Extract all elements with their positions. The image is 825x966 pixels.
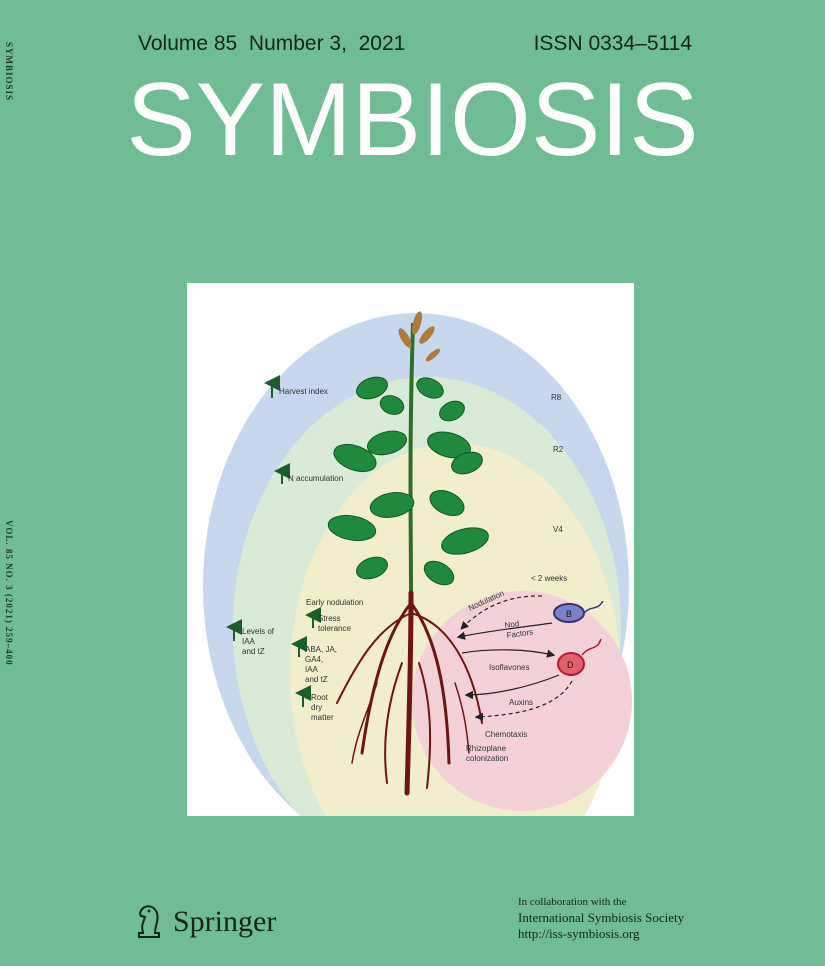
- plant-stem: [408, 322, 415, 594]
- label-n-accumulation: N accumulation: [288, 474, 343, 483]
- label-nod: Nod: [504, 619, 520, 630]
- bacterium-b-label: B: [566, 609, 572, 619]
- cover-figure: B D Harvest index N accumulation R8 R2 V…: [187, 283, 634, 816]
- label-factors: Factors: [506, 627, 534, 640]
- chemotaxis-arrow: [474, 680, 573, 721]
- label-hormones-2: GA4,: [305, 655, 323, 664]
- journal-title: SYMBIOSIS: [126, 62, 699, 178]
- label-rhizoplane-1: Rhizoplane: [466, 744, 507, 753]
- label-r8: R8: [551, 393, 562, 402]
- plant-leaves: [327, 376, 489, 586]
- label-stress-2: tolerance: [318, 624, 351, 633]
- issue-info: Volume 85 Number 3, 2021: [138, 32, 406, 55]
- label-hormones-1: ABA, JA,: [305, 645, 337, 654]
- issn: ISSN 0334–5114: [533, 32, 692, 55]
- plant-roots: [336, 590, 483, 796]
- springer-horse-icon: [138, 905, 160, 938]
- label-isoflavones: Isoflavones: [489, 663, 529, 672]
- collaboration-text: In collaboration with the International …: [518, 896, 684, 942]
- bacterium-icon: [553, 600, 604, 623]
- spine-title: SYMBIOSIS: [4, 42, 14, 102]
- label-v4: V4: [553, 525, 563, 534]
- publisher-name: Springer: [173, 905, 277, 938]
- label-levels-1: Levels of: [242, 627, 275, 636]
- spine-volume-text: VOL. 85 NO. 3 (2021) 259–400: [4, 520, 14, 666]
- publisher-logo: Springer: [133, 902, 276, 942]
- label-levels-3: and tZ: [242, 647, 265, 656]
- label-hormones-3: IAA: [305, 665, 319, 674]
- label-weeks: < 2 weeks: [531, 574, 567, 583]
- label-hormones-4: and tZ: [305, 675, 328, 684]
- label-root-1: Root: [311, 693, 329, 702]
- bacterium-d-label: D: [567, 660, 574, 670]
- isoflavones-arrow: [461, 649, 556, 658]
- figure-svg: B D Harvest index N accumulation R8 R2 V…: [203, 311, 632, 816]
- label-chemotaxis: Chemotaxis: [485, 730, 527, 739]
- collab-line-1: In collaboration with the: [518, 896, 627, 908]
- label-r2: R2: [553, 445, 564, 454]
- plant-dry-leaves: [398, 311, 441, 362]
- label-stress-1: Stress: [318, 614, 341, 623]
- label-root-2: dry: [311, 703, 322, 712]
- label-levels-2: IAA: [242, 637, 256, 646]
- issue-line: Volume 85 Number 3, 2021 ISSN 0334–5114: [138, 32, 692, 56]
- nod-factors-arrow: [456, 622, 553, 640]
- label-auxins: Auxins: [509, 698, 533, 707]
- nodulation-arrow: [460, 595, 543, 630]
- collab-url[interactable]: http://iss-symbiosis.org: [518, 926, 640, 941]
- label-early-nodulation: Early nodulation: [306, 598, 363, 607]
- label-harvest-index: Harvest index: [279, 387, 328, 396]
- auxins-arrow: [464, 674, 560, 700]
- label-root-3: matter: [311, 713, 334, 722]
- rhizosphere-ellipse: [412, 591, 632, 811]
- bacterium-icon: [557, 638, 602, 676]
- label-rhizoplane-2: colonization: [466, 754, 508, 763]
- collab-society: International Symbiosis Society: [518, 909, 685, 925]
